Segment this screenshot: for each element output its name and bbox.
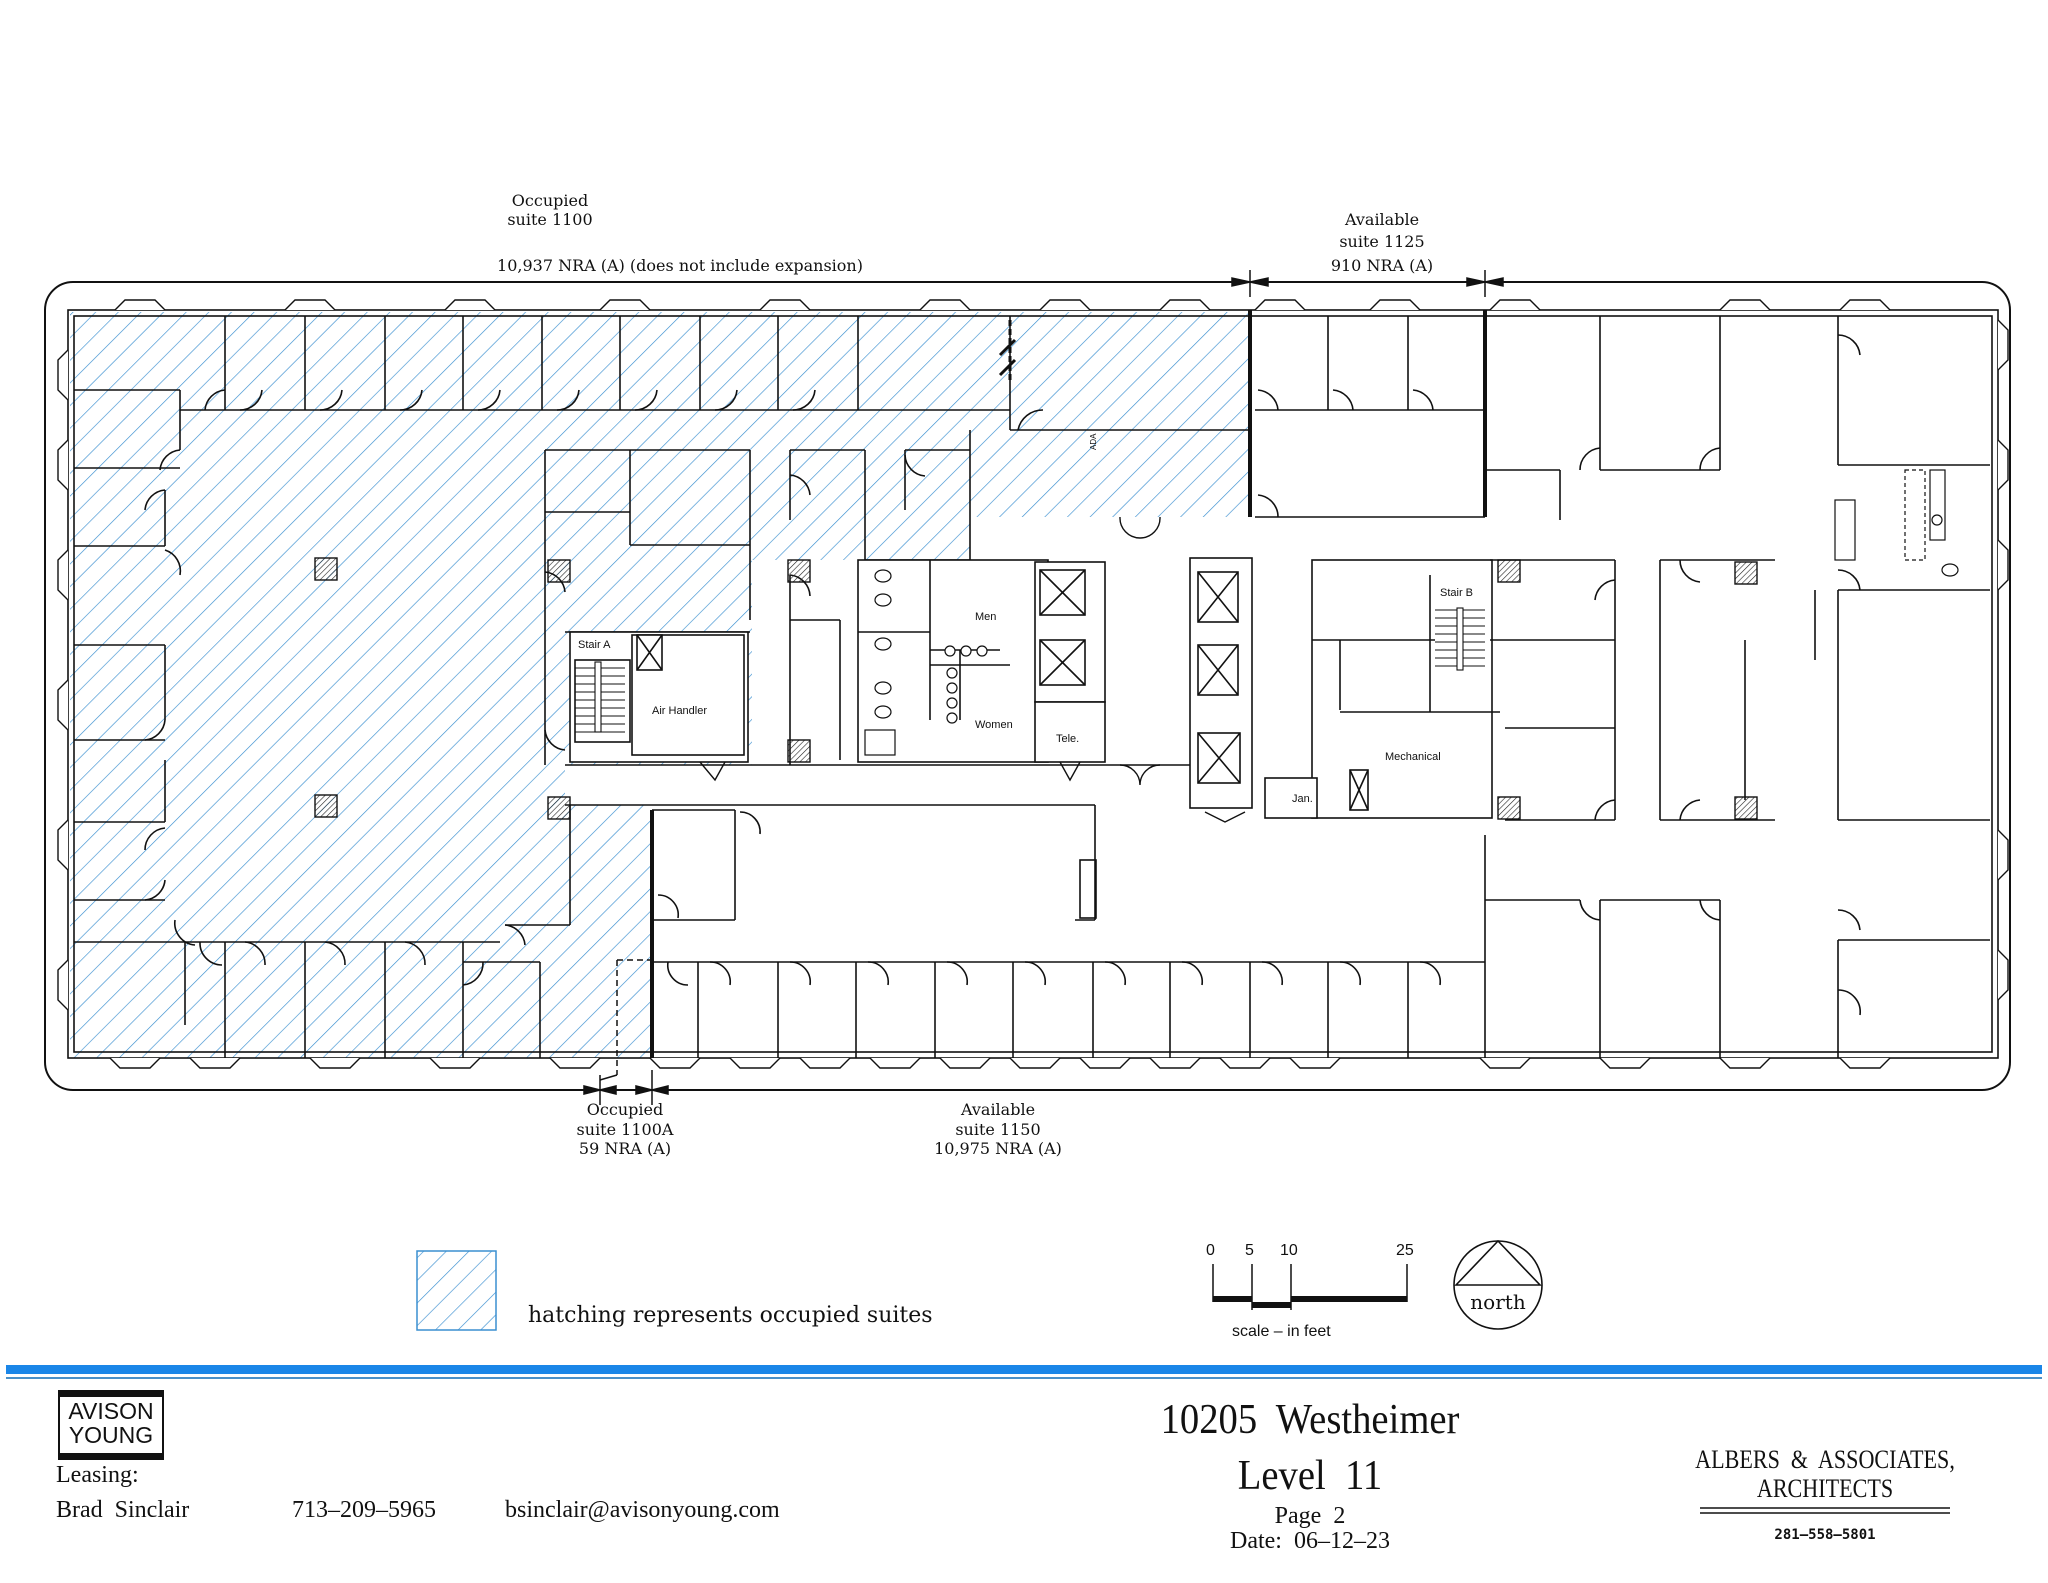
offices-top-left [180, 316, 1248, 431]
blue-banner-thin [6, 1377, 2042, 1379]
suite-1100a-name: suite 1100A [576, 1120, 674, 1139]
dimension-line-top [1230, 270, 1504, 297]
window-mullions-top [114, 299, 1891, 311]
dimension-line-bottom [580, 959, 1290, 1105]
suite-1150-status: Available [960, 1100, 1036, 1119]
room-label-ada: ADA [1089, 433, 1098, 450]
elevators-left [1034, 561, 1106, 763]
suite-1150-offices [652, 809, 1485, 1058]
legend-hatch-swatch [416, 1250, 497, 1331]
building-title: 10205 Westheimer [1160, 1397, 1460, 1443]
contact-email[interactable]: bsinclair@avisonyoung.com [505, 1497, 780, 1523]
plan-date: Date: 06–12–23 [1230, 1528, 1390, 1554]
room-label-women: Women [975, 719, 1013, 731]
restrooms [857, 559, 1049, 763]
room-label-air-handler: Air Handler [652, 705, 707, 717]
suite-1100-area: 10,937 NRA (A) (does not include expansi… [497, 256, 863, 275]
architect-phone: 281–558–5801 [1774, 1527, 1876, 1543]
room-label-janitor: Jan. [1292, 793, 1313, 805]
page-number: Page 2 [1274, 1503, 1346, 1529]
suite-demising-walls [650, 310, 1487, 1058]
architect-name-line1: ALBERS & ASSOCIATES, [1695, 1445, 1955, 1474]
structural-columns [314, 557, 1758, 820]
suite-1100-status: Occupied [511, 191, 589, 210]
leasing-label: Leasing: [56, 1462, 139, 1488]
room-label-mechanical: Mechanical [1385, 751, 1441, 763]
window-mullions-sides [57, 319, 2009, 1011]
north-label: north [1470, 1290, 1526, 1314]
blue-banner-thick [6, 1365, 2042, 1374]
east-restroom [1834, 469, 1959, 577]
stair-b-treads [1435, 607, 1485, 671]
scale-bar-ticks: 0 5 10 25 [1206, 1242, 1414, 1259]
north-arrow-icon [1453, 1239, 1543, 1330]
scale-tick-0: 0 [1206, 1242, 1215, 1259]
room-label-stair-a: Stair A [578, 639, 611, 651]
logo-line-2: YOUNG [68, 1422, 154, 1448]
room-label-men: Men [975, 611, 996, 623]
offices-left [74, 389, 196, 1025]
room-label-tele: Tele. [1056, 733, 1079, 745]
room-label-stair-b: Stair B [1440, 587, 1473, 599]
window-mullions-bottom [109, 1057, 1891, 1069]
suite-1125-area: 910 NRA (A) [1330, 256, 1434, 275]
suite-1100-name: suite 1100 [507, 210, 593, 229]
suite-1150-name: suite 1150 [955, 1120, 1041, 1139]
contact-name: Brad Sinclair [56, 1497, 190, 1523]
scale-caption: scale – in feet [1232, 1323, 1331, 1340]
level-title: Level 11 [1237, 1453, 1383, 1499]
core-left [544, 430, 1220, 921]
scale-tick-5: 5 [1245, 1242, 1254, 1259]
elevators-right [1189, 557, 1253, 809]
double-doors [699, 516, 1246, 823]
stair-a-treads [575, 661, 625, 733]
offices-bottom-left [185, 805, 571, 1058]
suite-1125-status: Available [1344, 210, 1420, 229]
legend-hatch-text: hatching represents occupied suites [528, 1303, 933, 1328]
logo-line-1: AVISON [68, 1398, 154, 1424]
demountable-wall [998, 320, 1017, 380]
architect-name-line2: ARCHITECTS [1756, 1474, 1894, 1503]
scale-bar [1212, 1264, 1408, 1310]
contact-phone: 713–209–5965 [292, 1497, 436, 1523]
suite-1125-name: suite 1125 [1339, 232, 1425, 251]
avison-young-logo: AVISON YOUNG [58, 1390, 164, 1460]
suite-1150-area: 10,975 NRA (A) [934, 1139, 1062, 1158]
suite-1125-offices [1255, 316, 1485, 518]
stair-b-mechanical [1264, 559, 1500, 819]
scale-tick-10: 10 [1280, 1242, 1298, 1259]
suite-1100a-status: Occupied [586, 1100, 664, 1119]
suite-1100a-area: 59 NRA (A) [578, 1139, 672, 1158]
offices-east [1484, 316, 1990, 1058]
toilet-fixtures [864, 569, 988, 756]
scale-tick-25: 25 [1396, 1242, 1414, 1259]
